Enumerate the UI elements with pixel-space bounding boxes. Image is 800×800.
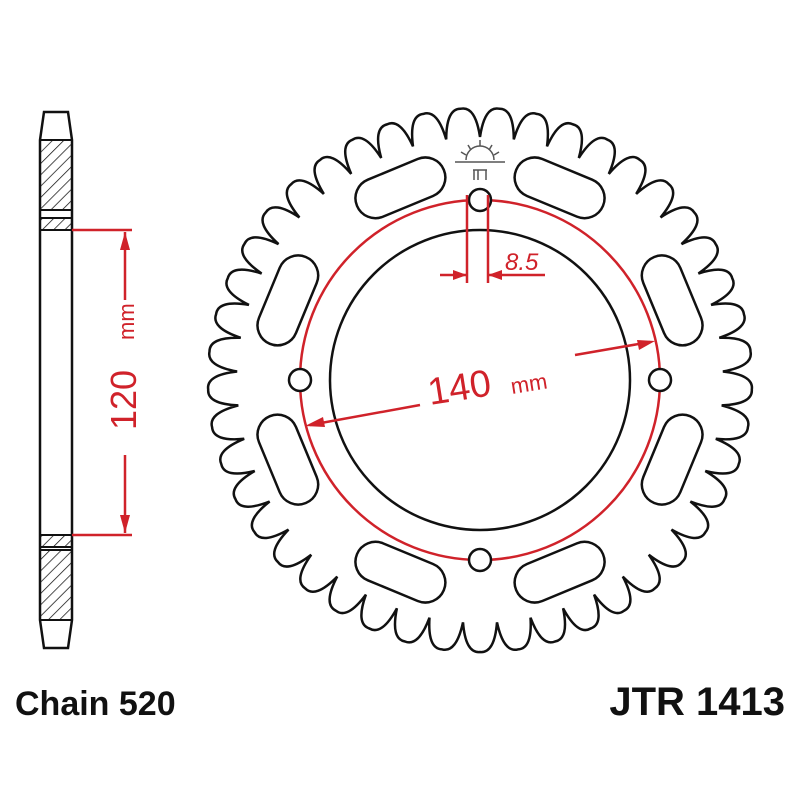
offset-unit: mm — [114, 303, 139, 340]
lightening-slot — [513, 156, 606, 220]
center-bore — [328, 228, 632, 532]
bolt-hole — [287, 367, 313, 393]
bolt-hole — [647, 367, 673, 393]
lightening-slot — [640, 254, 704, 347]
bolt-hole — [467, 547, 493, 573]
bolt-circle-value: 140 — [425, 362, 494, 413]
bolt-circle-unit: mm — [509, 369, 549, 399]
offset-value: 120 — [103, 370, 144, 430]
bolt-circle-dimension — [305, 195, 655, 427]
lightening-slot — [256, 254, 320, 347]
lightening-slot — [513, 540, 606, 604]
lightening-slot — [354, 156, 447, 220]
sun-logo-icon — [455, 140, 505, 180]
lightening-slot — [354, 540, 447, 604]
sprocket — [206, 107, 754, 654]
offset-dimension — [72, 228, 132, 537]
part-number: JTR 1413 — [609, 680, 785, 724]
lightening-slot — [640, 413, 704, 506]
chain-label: Chain 520 — [15, 685, 176, 723]
hole-dimension: 8.5 — [505, 249, 539, 276]
lightening-slot — [256, 413, 320, 506]
sprocket-teeth — [206, 107, 754, 654]
chain-profile — [38, 110, 74, 650]
bolt-hole — [467, 187, 493, 213]
